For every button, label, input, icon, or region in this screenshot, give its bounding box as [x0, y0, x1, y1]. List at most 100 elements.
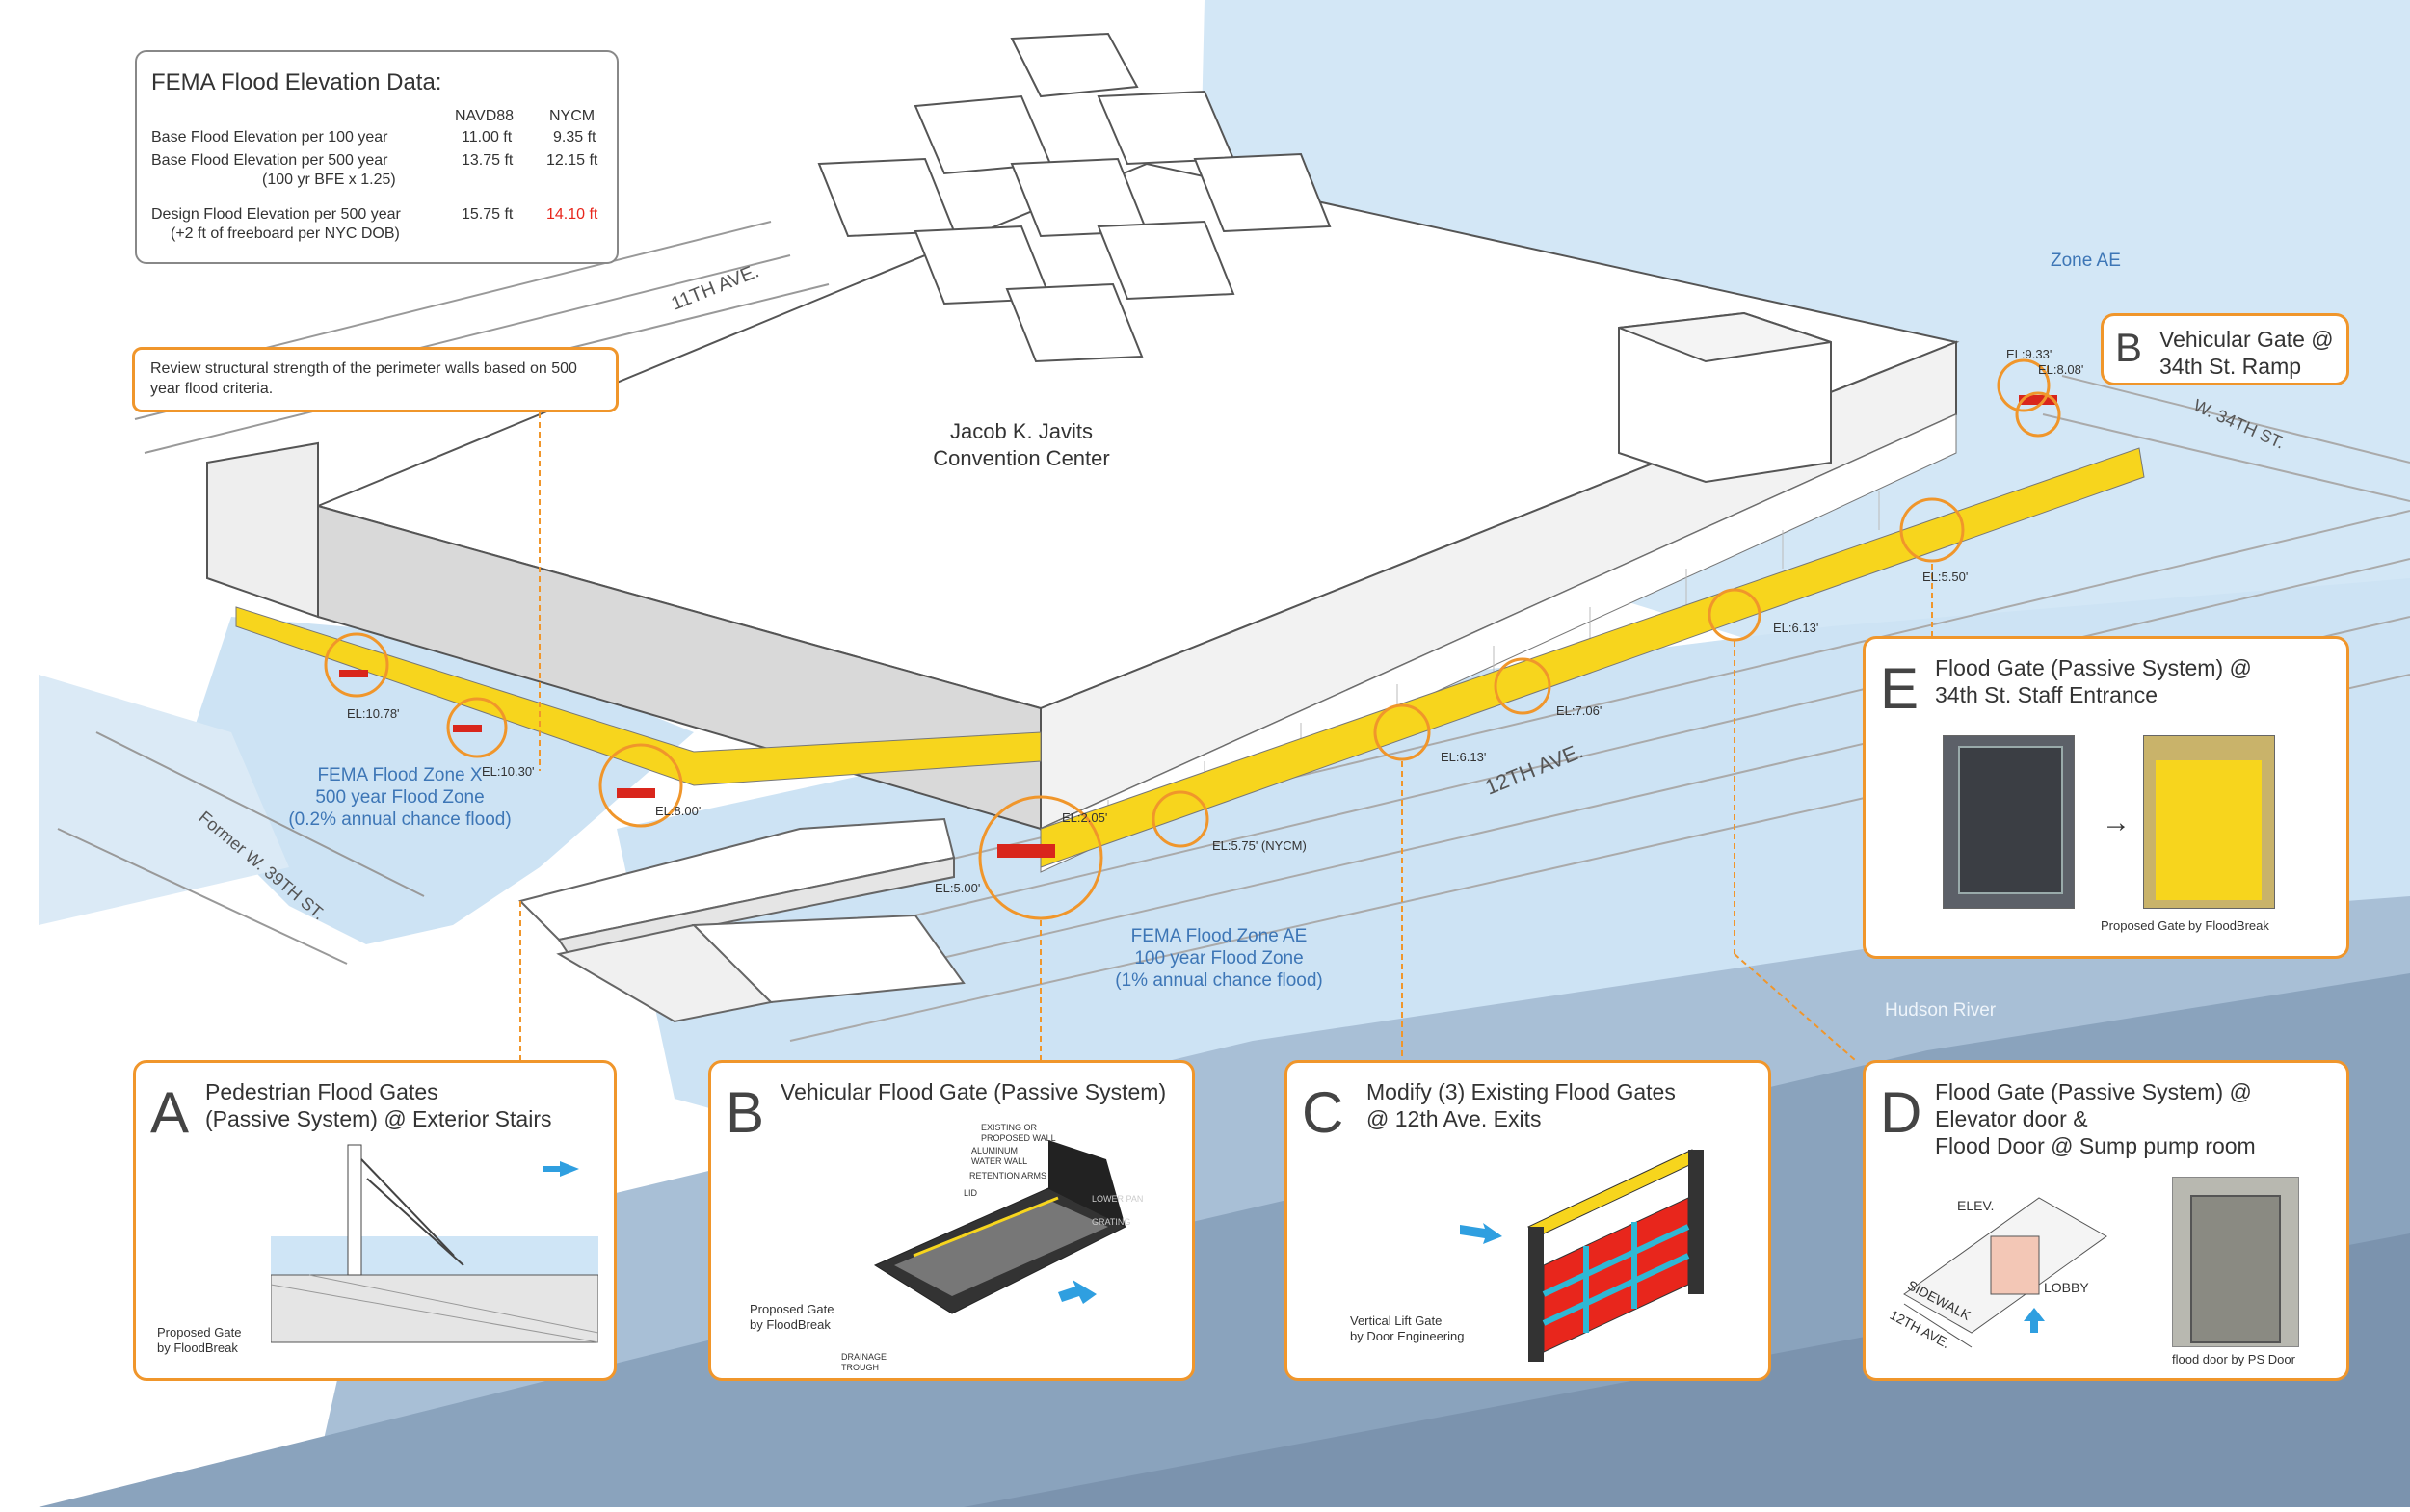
panel-title: 34th St. Staff Entrance	[1935, 682, 2158, 707]
gate-part-label: LOWER PAN	[1092, 1194, 1144, 1204]
vehicular-gate-drawing	[873, 1140, 1127, 1314]
arrow-icon	[543, 1161, 579, 1177]
panel-d: D Flood Gate (Passive System) @ Elevator…	[1863, 1060, 2349, 1381]
elevation-label: EL:8.08'	[2038, 362, 2083, 377]
row-label: Design Flood Elevation per 500 year	[151, 206, 401, 223]
panel-title: Pedestrian Flood Gates	[205, 1079, 438, 1104]
elevation-label: EL:2.05'	[1062, 810, 1107, 825]
panel-title: @ 12th Ave. Exits	[1366, 1106, 1542, 1131]
panel-title: Elevator door &	[1935, 1106, 2088, 1131]
col-nycm: NYCM	[549, 108, 596, 124]
panel-b: B Vehicular Flood Gate (Passive System) …	[708, 1060, 1195, 1381]
panel-title: Vehicular Gate @	[2159, 327, 2334, 352]
review-note: Review structural strength of the perime…	[132, 347, 619, 412]
row-navd: 13.75 ft	[462, 152, 514, 169]
entrance-photo-after	[2143, 735, 2275, 909]
panel-caption: Vertical Lift Gate	[1350, 1313, 1443, 1328]
elevation-label: EL:10.78'	[347, 706, 400, 721]
red-gate-marks	[339, 395, 2057, 858]
row-nycm: 12.15 ft	[546, 152, 598, 169]
panel-title: Flood Gate (Passive System) @	[1935, 1079, 2252, 1104]
street-w34	[2042, 375, 2410, 502]
panel-title: (Passive System) @ Exterior Stairs	[205, 1106, 552, 1131]
vertical-lift-gate-drawing	[1527, 1149, 1704, 1362]
panel-letter: A	[150, 1080, 190, 1145]
perimeter-wall-north	[235, 606, 1042, 786]
row-navd: 11.00 ft	[462, 129, 513, 146]
entrance-photo-before	[1943, 735, 2075, 909]
panel-letter: B	[2115, 325, 2143, 370]
label-11th-ave: 11TH AVE.	[669, 260, 762, 314]
panel-letter: C	[1302, 1080, 1344, 1145]
flood-door-photo	[2172, 1177, 2299, 1347]
panel-caption: by FloodBreak	[750, 1317, 831, 1332]
panel-caption: flood door by PS Door	[2172, 1352, 2295, 1366]
panel-title: 34th St. Ramp	[2159, 354, 2302, 379]
left-strip-water	[39, 675, 289, 925]
gate-part-label: RETENTION ARMS	[969, 1171, 1047, 1180]
pyramid-roof-cluster	[817, 32, 1332, 363]
elevation-label: EL:10.30'	[482, 764, 535, 779]
elevation-label: EL:7.06'	[1556, 703, 1602, 718]
arrow-icon	[1058, 1280, 1097, 1304]
elevation-label: EL:6.13'	[1441, 750, 1486, 764]
row-nycm: 9.35 ft	[553, 129, 596, 146]
gate-part-label: ALUMINUM WATER WALL	[971, 1146, 1028, 1167]
panel-a: A Pedestrian Flood Gates (Passive System…	[133, 1060, 617, 1381]
tower-block	[1618, 311, 1832, 484]
panel-title: Flood Door @ Sump pump room	[1935, 1133, 2256, 1158]
gate-part-label: GRATING	[1092, 1217, 1131, 1227]
gate-part-label: LID	[964, 1188, 978, 1198]
gate-callout-circles	[324, 358, 2061, 920]
row-label: Base Flood Elevation per 100 year	[151, 129, 388, 146]
gate-part-label: DRAINAGE TROUGH	[841, 1352, 887, 1373]
panel-caption: Proposed Gate	[750, 1302, 834, 1316]
label-zone-ae-top: Zone AE	[2051, 251, 2121, 271]
flood-zone-x-water	[193, 617, 694, 944]
panel-caption: Proposed Gate by FloodBreak	[2101, 918, 2269, 933]
label-zone-x-1: FEMA Flood Zone X	[317, 765, 482, 785]
table-title: FEMA Flood Elevation Data:	[151, 69, 442, 95]
panel-caption: by FloodBreak	[157, 1340, 238, 1355]
label-zone-x-3: (0.2% annual chance flood)	[288, 809, 511, 830]
elevation-label: EL:5.00'	[935, 881, 980, 895]
row-sub: (100 yr BFE x 1.25)	[262, 172, 396, 188]
plan-label: ELEV.	[1957, 1198, 1995, 1213]
panel-letter: B	[726, 1080, 765, 1145]
panel-c: C Modify (3) Existing Flood Gates @ 12th…	[1284, 1060, 1771, 1381]
row-label: Base Flood Elevation per 500 year	[151, 152, 388, 169]
row-sub: (+2 ft of freeboard per NYC DOB)	[171, 225, 400, 242]
elevation-label: EL:5.75' (NYCM)	[1212, 838, 1307, 853]
panel-title: Modify (3) Existing Flood Gates	[1366, 1079, 1676, 1104]
panel-b-ramp: B Vehicular Gate @ 34th St. Ramp	[2101, 313, 2349, 385]
plan-label: LOBBY	[2044, 1280, 2089, 1295]
panel-caption: Proposed Gate	[157, 1325, 242, 1340]
label-zone-ae-3: (1% annual chance flood)	[1115, 970, 1322, 991]
leader-lines	[519, 366, 2049, 1061]
label-zone-x-2: 500 year Flood Zone	[315, 787, 484, 808]
elevation-label: EL:9.33'	[2006, 347, 2052, 361]
elevation-labels: EL:10.78' EL:10.30' EL:8.00' EL:5.00' EL…	[347, 347, 2083, 895]
label-zone-ae-1: FEMA Flood Zone AE	[1131, 926, 1308, 946]
stair-gate-section-drawing	[271, 1144, 598, 1343]
arrow-icon: →	[2102, 807, 2131, 838]
arrow-icon	[2024, 1308, 2045, 1333]
panel-title: Vehicular Flood Gate (Passive System)	[781, 1079, 1167, 1104]
arrow-icon	[1460, 1223, 1502, 1244]
panel-letter: D	[1880, 1080, 1922, 1145]
elevator-lobby-plan	[1903, 1197, 2107, 1348]
elevation-label: EL:6.13'	[1773, 621, 1818, 635]
ramp-structure	[518, 817, 966, 1023]
street-w39	[57, 731, 425, 965]
panel-title: Flood Gate (Passive System) @	[1935, 655, 2252, 680]
elevation-label: EL:8.00'	[655, 804, 701, 818]
building-name-line1: Jacob K. Javits	[950, 419, 1093, 443]
panel-caption: by Door Engineering	[1350, 1329, 1465, 1343]
gate-part-label: EXISTING OR PROPOSED WALL	[981, 1123, 1056, 1144]
building-name-line2: Convention Center	[933, 446, 1109, 470]
north-end-block	[206, 441, 319, 619]
col-navd: NAVD88	[455, 108, 515, 124]
label-zone-ae-2: 100 year Flood Zone	[1134, 948, 1303, 968]
panel-letter: E	[1880, 656, 1920, 721]
